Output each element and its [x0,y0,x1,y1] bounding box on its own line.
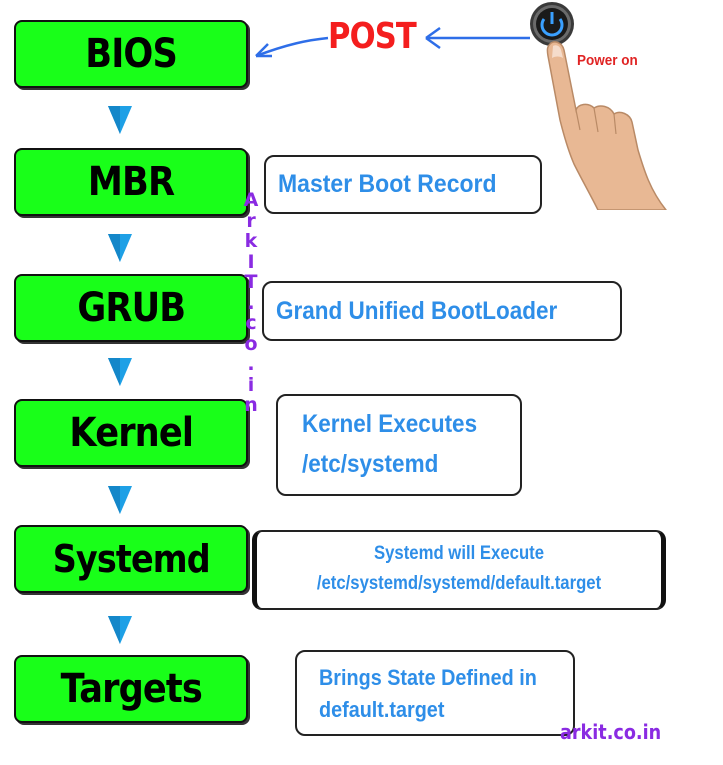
power-button-icon [530,2,574,46]
stage-systemd-label: Systemd [52,537,210,581]
description-line: default.target [319,697,445,722]
description-line: Systemd will Execute [373,543,545,564]
stage-bios: BIOS [14,20,248,88]
down-arrow-icon [108,358,132,386]
down-arrow-icon [108,486,132,514]
stage-grub: GRUB [14,274,248,342]
watermark-char: n [244,394,258,416]
description-line: /etc/systemd/systemd/default.target [316,573,602,594]
watermark-char: I [247,250,255,273]
description-line: Kernel Executes [302,410,478,438]
description-line: /etc/systemd [302,450,439,478]
pointing-hand-icon [530,2,667,210]
watermark-char: . [247,291,255,314]
arrow-left-icon [425,26,530,50]
stage-mbr: MBR [14,148,248,216]
watermark-char: T [244,271,258,293]
arrow-left-icon [255,36,329,58]
stage-kernel-label: Kernel [69,410,193,456]
stage-mbr-label: MBR [87,159,175,205]
description-targets: Brings State Defined in default.target [295,650,575,736]
description-line: Grand Unified BootLoader [276,296,558,325]
description-grub: Grand Unified BootLoader [262,281,622,341]
footer-watermark: arkit.co.in [560,720,662,744]
down-arrow-icon [108,106,132,134]
watermark-char: k [244,230,258,252]
watermark-char: c [245,312,257,334]
power-on-label: Power on [577,52,638,69]
stage-kernel: Kernel [14,399,248,467]
description-line: Brings State Defined in [319,665,537,690]
description-kernel: Kernel Executes /etc/systemd [276,394,522,496]
post-label: POST [328,16,417,57]
down-arrow-icon [108,234,132,262]
watermark-char: i [247,373,255,396]
stage-targets-label: Targets [60,666,202,712]
watermark-char: o [244,332,258,355]
description-line: Master Boot Record [278,170,497,198]
stage-grub-label: GRUB [77,285,186,331]
stage-bios-label: BIOS [85,31,178,77]
down-arrow-icon [108,616,132,644]
watermark-char: r [246,209,256,232]
stage-targets: Targets [14,655,248,723]
watermark-char: A [243,189,259,211]
description-systemd: Systemd will Execute /etc/systemd/system… [252,530,666,610]
stage-systemd: Systemd [14,525,248,593]
description-mbr: Master Boot Record [264,155,542,214]
vertical-watermark: A r k I T . c o . i n [238,190,264,416]
watermark-char: . [247,353,255,375]
